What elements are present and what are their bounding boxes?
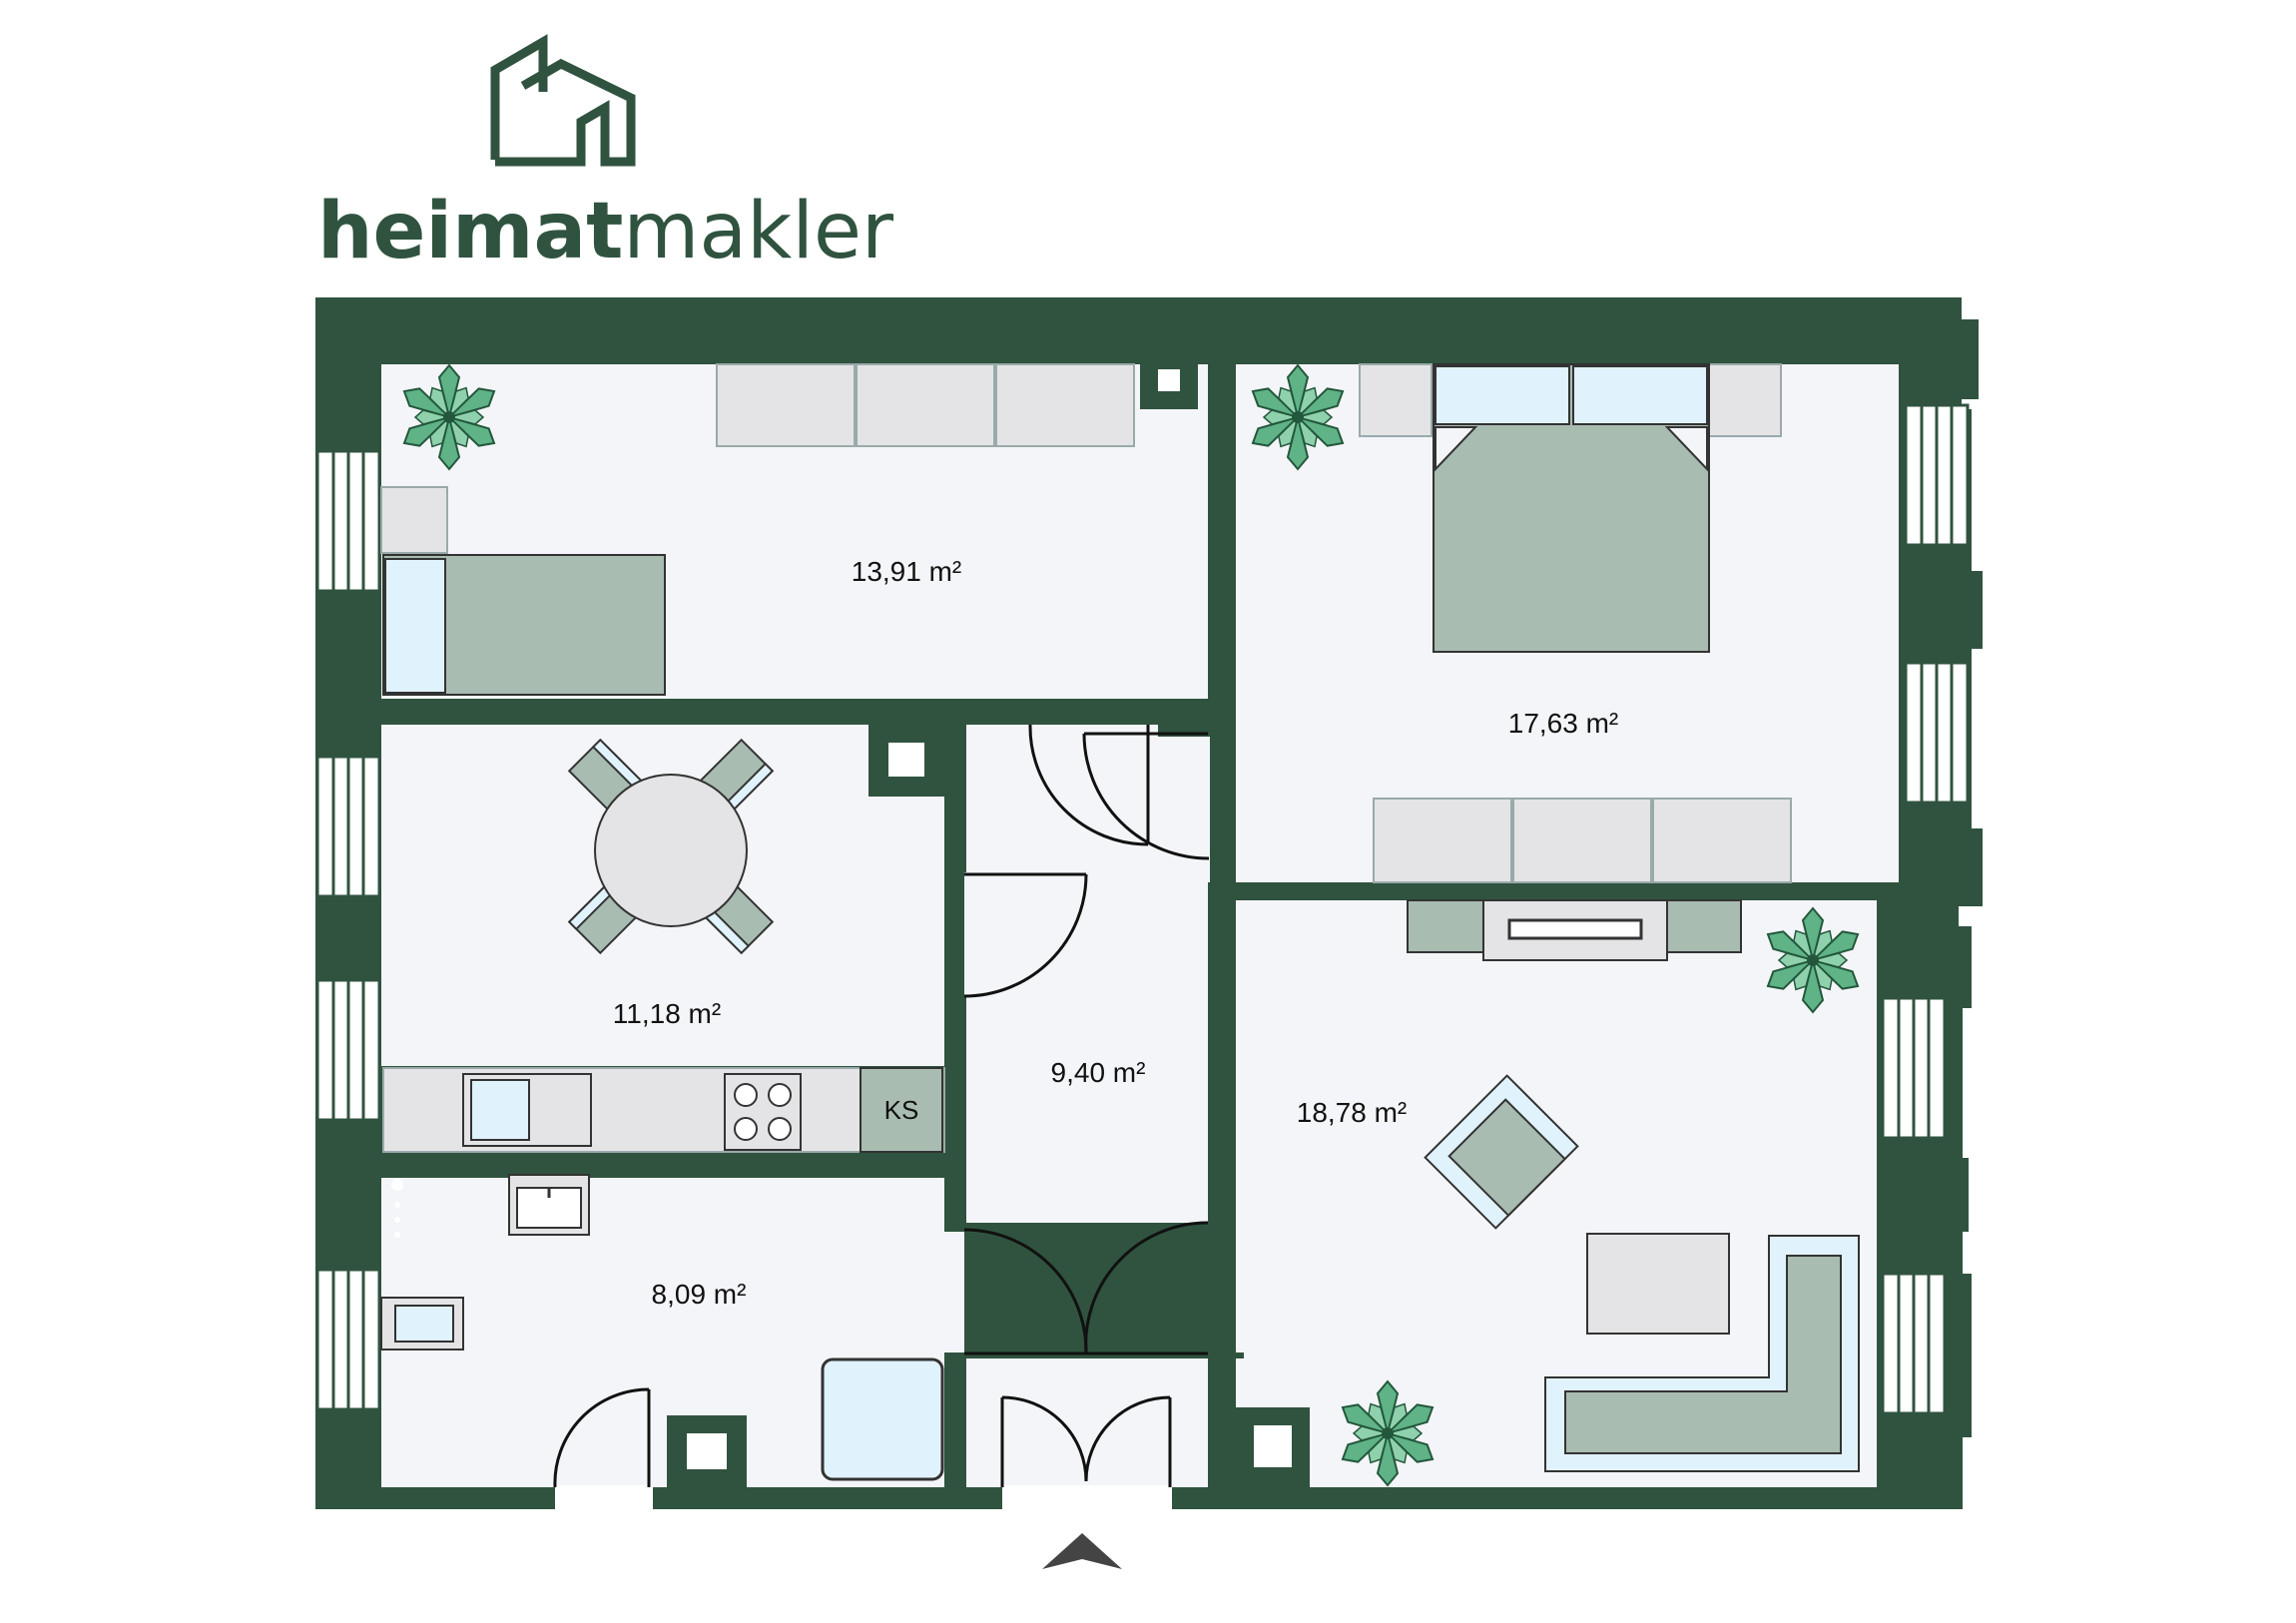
single-bed	[382, 554, 666, 696]
wardrobe	[716, 363, 1135, 447]
entrance-arrow-icon	[1042, 1533, 1122, 1569]
wall-hall-entry	[964, 1352, 1244, 1358]
armchair	[1424, 1074, 1579, 1230]
doors	[553, 724, 1210, 1488]
furniture-kitchen: KS	[382, 739, 945, 1153]
brand-name-light: makler	[623, 187, 894, 276]
wall-bedroom-kitchen	[381, 699, 968, 725]
double-bed	[1433, 363, 1710, 653]
wall-bath-entry	[944, 1352, 966, 1487]
ventilation-dots	[391, 1179, 403, 1238]
floor-hallway	[964, 725, 1210, 1223]
wall-bedroom-living	[1208, 882, 1899, 900]
kitchen-counter: KS	[382, 1067, 945, 1153]
floor-living	[1236, 900, 1877, 1487]
dining-table	[568, 739, 774, 954]
stove	[724, 1073, 802, 1151]
wall-kitchen-bath	[381, 1152, 944, 1178]
fridge	[860, 1067, 943, 1153]
tv-sideboard	[1407, 899, 1742, 961]
fridge-label: KS	[884, 1095, 919, 1125]
toilet	[380, 1297, 464, 1351]
bathroom-sink	[508, 1174, 590, 1236]
shower	[821, 1357, 944, 1481]
interior-walls	[381, 364, 1899, 1487]
brand-logo: heimatmakler	[317, 34, 894, 276]
furniture-bedroom-large	[1246, 363, 1792, 883]
nightstand	[380, 486, 448, 554]
furniture-living	[1336, 899, 1865, 1486]
area-labels: 13,91 m² 17,63 m² 11,18 m² 9,40 m² 18,78…	[613, 556, 1618, 1310]
area-label-bedroom-small: 13,91 m²	[852, 556, 962, 587]
area-label-living: 18,78 m²	[1297, 1097, 1408, 1128]
area-label-bathroom: 8,09 m²	[652, 1279, 747, 1310]
shafts	[667, 351, 1310, 1487]
wardrobe-large	[1373, 798, 1792, 883]
floor-entry	[964, 1355, 1208, 1487]
wall-between-bedrooms	[1208, 364, 1236, 734]
furniture-bedroom-small	[380, 363, 1135, 696]
brand-wordmark: heimatmakler	[317, 187, 894, 276]
furniture-bathroom	[380, 1174, 944, 1481]
area-label-hallway: 9,40 m²	[1051, 1057, 1146, 1088]
area-label-kitchen: 11,18 m²	[613, 998, 721, 1029]
area-label-bedroom-large: 17,63 m²	[1508, 708, 1619, 739]
wall-kitchen-hall	[944, 725, 966, 872]
coffee-table	[1586, 1233, 1730, 1335]
brand-name-bold: heimat	[317, 187, 623, 276]
floor-bathroom	[381, 1175, 964, 1487]
corner-sofa	[1544, 1235, 1860, 1472]
wall-openings	[555, 1485, 1172, 1511]
house-logo-icon	[490, 34, 636, 167]
